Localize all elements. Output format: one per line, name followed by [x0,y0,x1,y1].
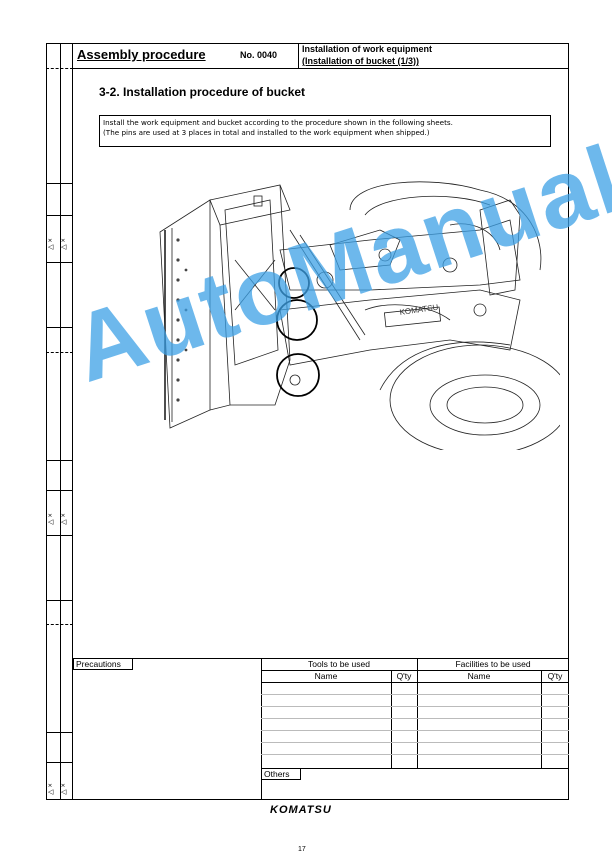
revision-mark: △ × [60,783,68,795]
bucket-assembly-illustration: KOMATSU [159,181,560,450]
instruction-note: Install the work equipment and bucket ac… [99,115,551,147]
komatsu-logo: KOMATSU [270,804,332,816]
tools-qty-col: Q'ty [396,671,412,681]
section-heading: 3-2. Installation procedure of bucket [99,85,306,99]
revision-mark: △ × [47,783,55,795]
subject-line-1: Installation of work equipment [302,44,433,54]
header-bottom-rule [73,68,569,69]
note-line-2: (The pins are used at 3 places in total … [103,128,430,137]
page-title: Assembly procedure [77,47,206,62]
facilities-qty-col: Q'ty [547,671,563,681]
revision-mark: △ × [60,513,68,525]
facilities-header: Facilities to be used [455,659,531,669]
others-label: Others [261,768,301,780]
page-frame [46,43,569,800]
precautions-label: Precautions [73,658,133,670]
revision-mark: △ × [47,513,55,525]
strip-divider [60,43,61,800]
revision-mark: △ × [47,238,55,250]
svg-text:KOMATSU: KOMATSU [399,303,439,317]
page-number: 17 [298,846,306,853]
footer-top-rule [73,658,569,659]
revision-mark: △ × [60,238,68,250]
note-line-1: Install the work equipment and bucket ac… [103,118,453,127]
tools-header: Tools to be used [308,659,370,669]
left-revision-strip [46,43,73,800]
tools-name-col: Name [314,671,338,681]
subject-line-2: (Installation of bucket (1/3)) [302,56,420,66]
facilities-name-col: Name [467,671,491,681]
doc-number: No. 0040 [240,50,278,60]
